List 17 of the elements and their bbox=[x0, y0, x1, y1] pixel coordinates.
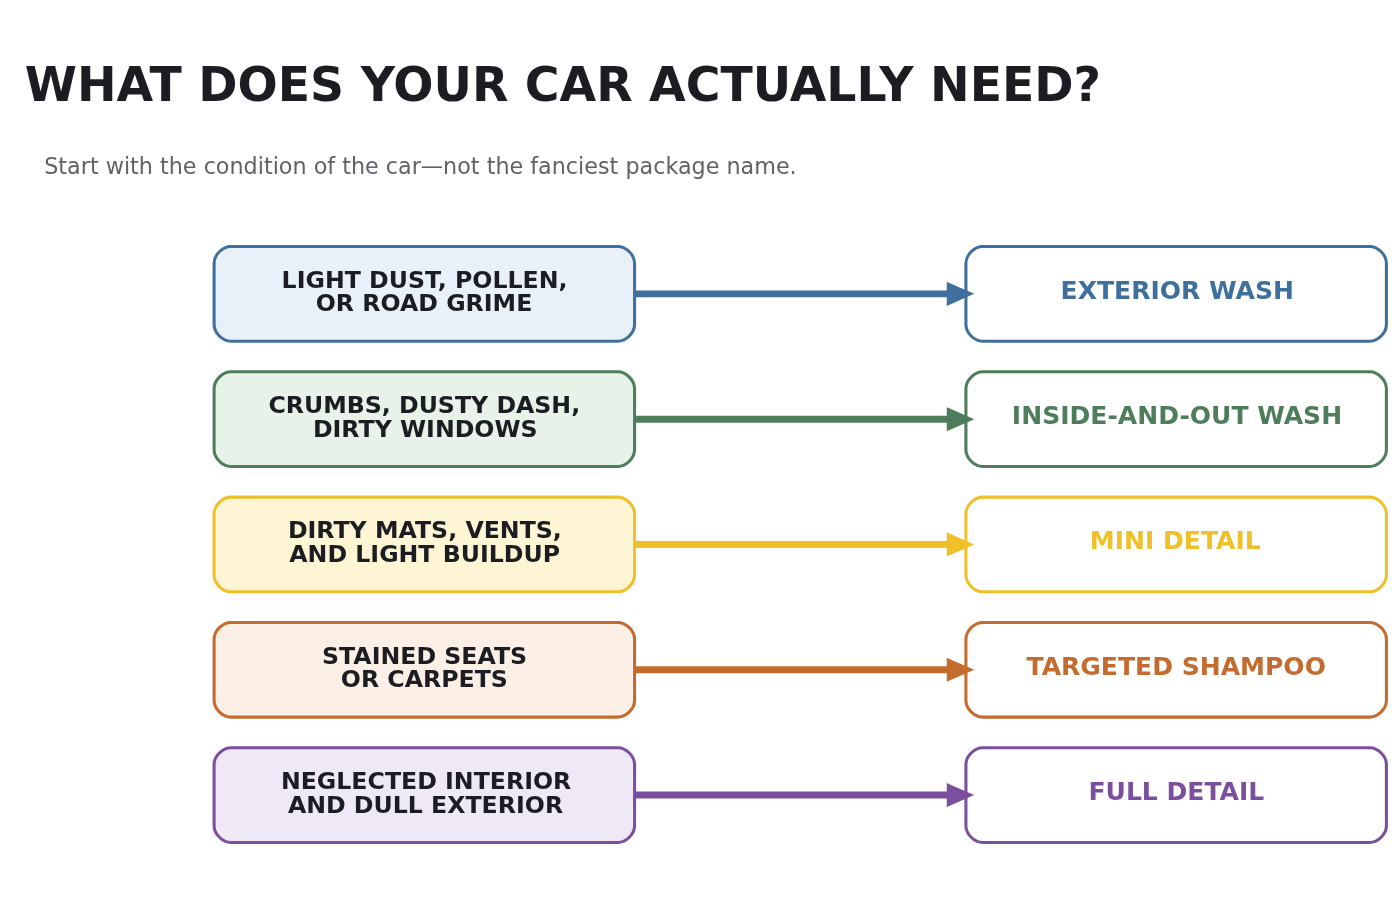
arrow bbox=[634, 531, 975, 556]
node-box: LIGHT DUST, POLLEN, OR ROAD GRIME bbox=[212, 244, 637, 343]
node-box: EXTERIOR WASH bbox=[964, 244, 1388, 343]
arrow bbox=[634, 657, 975, 682]
node-box: NEGLECTED INTERIOR AND DULL EXTERIOR bbox=[212, 745, 637, 844]
node-box: DIRTY MATS, VENTS, AND LIGHT BUILDUP bbox=[212, 495, 637, 593]
node-box: FULL DETAIL bbox=[964, 745, 1388, 844]
node-box: STAINED SEATS OR CARPETS bbox=[212, 620, 637, 719]
node-box: INSIDE-AND-OUT WASH bbox=[964, 369, 1388, 468]
arrow bbox=[634, 782, 975, 807]
arrow bbox=[634, 406, 975, 431]
arrow bbox=[634, 281, 975, 306]
label: Start with the condition of the car—not the fanciest package name. bbox=[44, 152, 797, 179]
node-box: TARGETED SHAMPOO bbox=[964, 620, 1388, 719]
node-box: MINI DETAIL bbox=[964, 495, 1388, 593]
diagram-title: WHAT DOES YOUR CAR ACTUALLY NEED? bbox=[24, 56, 1102, 112]
node-box: CRUMBS, DUSTY DASH, DIRTY WINDOWS bbox=[212, 369, 637, 468]
